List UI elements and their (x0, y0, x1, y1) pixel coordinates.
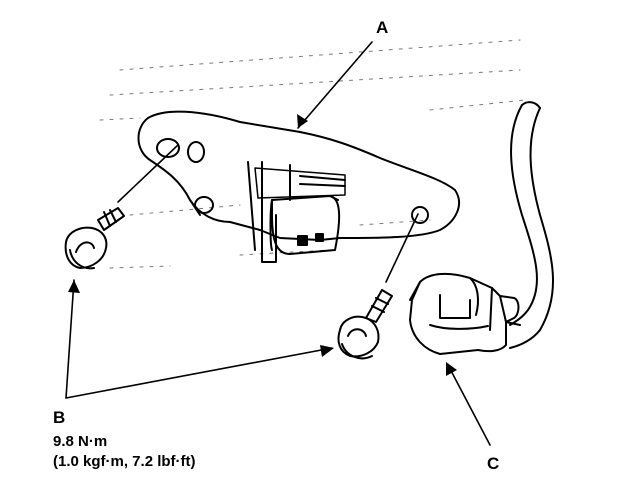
arrowheads (68, 114, 457, 376)
callout-label-a: A (376, 18, 389, 37)
arrowhead-b-right (320, 345, 334, 357)
leader-a (297, 41, 373, 129)
bolt-b-upper (64, 207, 125, 270)
callout-label-b: B (53, 408, 66, 427)
torque-metric: 9.8 N·m (53, 433, 108, 450)
callout-label-c: C (487, 454, 500, 473)
leader-lines (65, 41, 491, 446)
arrowhead-a (297, 114, 308, 128)
wire-harness (509, 101, 555, 349)
sensor-bracket (137, 110, 460, 263)
torque-imperial: (1.0 kgf·m, 7.2 lbf·ft) (53, 453, 196, 470)
leader-b-upper-fastener (117, 144, 179, 203)
leader-b-right (65, 347, 333, 399)
leader-b-up (65, 279, 75, 399)
background-surface-lines (99, 39, 526, 269)
arrowhead-c (446, 362, 457, 376)
connector-c (409, 272, 521, 355)
leader-c (447, 364, 491, 446)
leader-b-connector-fastener (385, 213, 419, 283)
bolt-b-lower (337, 289, 393, 360)
arrowhead-b-up (68, 280, 80, 293)
